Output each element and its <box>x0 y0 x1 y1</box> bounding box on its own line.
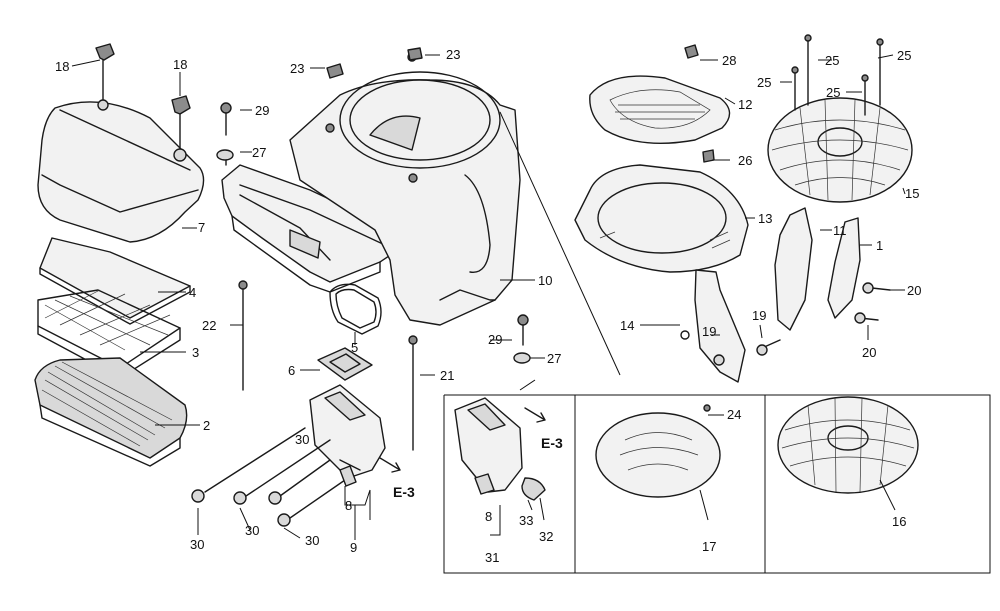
callout-25: 25 <box>897 48 911 63</box>
pump-body-alt <box>454 397 546 501</box>
callout-6: 6 <box>288 363 295 378</box>
callout-8: 8 <box>485 509 492 524</box>
callout-19: 19 <box>752 308 766 323</box>
callout-16: 16 <box>892 514 906 529</box>
side-bracket <box>756 217 891 356</box>
outer-screen <box>589 75 731 144</box>
screen-disc <box>595 404 721 498</box>
callout-31: 31 <box>485 550 499 565</box>
callout-5: 5 <box>351 340 358 355</box>
gasket-small <box>317 347 373 381</box>
callout-28: 28 <box>722 53 736 68</box>
callout-e3: E-3 <box>393 484 415 500</box>
callout-3: 3 <box>192 345 199 360</box>
callout-20: 20 <box>862 345 876 360</box>
inset-box <box>443 394 991 574</box>
callout-1: 1 <box>876 238 883 253</box>
callout-32: 32 <box>539 529 553 544</box>
callout-25: 25 <box>757 75 771 90</box>
callout-25: 25 <box>826 85 840 100</box>
callout-12: 12 <box>738 97 752 112</box>
small-screws <box>216 47 531 364</box>
callout-29: 29 <box>255 103 269 118</box>
callout-22: 22 <box>202 318 216 333</box>
pre-filter <box>39 237 191 325</box>
callout-27: 27 <box>547 351 561 366</box>
callout-14: 14 <box>620 318 634 333</box>
callout-30: 30 <box>305 533 319 548</box>
callout-26: 26 <box>738 153 752 168</box>
callout-23: 23 <box>290 61 304 76</box>
callout-20: 20 <box>907 283 921 298</box>
grid-screws <box>684 34 884 163</box>
callout-29: 29 <box>488 332 502 347</box>
callout-15: 15 <box>905 186 919 201</box>
callout-19: 19 <box>702 324 716 339</box>
callout-18: 18 <box>173 57 187 72</box>
callout-13: 13 <box>758 211 772 226</box>
stud-bolts <box>238 280 418 451</box>
callout-30: 30 <box>190 537 204 552</box>
seal-gasket <box>329 283 382 335</box>
callout-21: 21 <box>440 368 454 383</box>
guard-ring <box>574 164 749 273</box>
callout-2: 2 <box>203 418 210 433</box>
screen-grid <box>767 97 913 203</box>
nipple-fitting <box>339 465 357 487</box>
air-cleaner-cover <box>37 101 205 243</box>
callouts: 18 18 29 27 7 4 3 2 22 5 6 21 10 29 27 2… <box>55 47 921 565</box>
paper-element <box>34 357 188 467</box>
e3-arrow-icon <box>524 407 546 423</box>
callout-25: 25 <box>825 53 839 68</box>
e3-arrow-icon <box>379 457 401 473</box>
callout-23: 23 <box>446 47 460 62</box>
callout-18: 18 <box>55 59 69 74</box>
stay-bracket <box>680 269 746 383</box>
wing-knob-left <box>95 43 115 111</box>
long-bolts <box>191 427 346 527</box>
callout-24: 24 <box>727 407 741 422</box>
callout-4: 4 <box>189 285 196 300</box>
air-cleaner-case <box>221 164 399 293</box>
callout-17: 17 <box>702 539 716 554</box>
callout-30: 30 <box>245 523 259 538</box>
fan-cover <box>289 52 521 326</box>
callout-33: 33 <box>519 513 533 528</box>
screen-grid-alt <box>777 396 919 494</box>
callout-8: 8 <box>345 498 352 513</box>
callout-11: 11 <box>833 223 847 238</box>
wing-knob-right <box>171 95 191 162</box>
callout-e3: E-3 <box>541 435 563 451</box>
callout-30: 30 <box>295 432 309 447</box>
leader-lines <box>71 54 906 540</box>
deflector-plate <box>774 207 813 331</box>
callout-7: 7 <box>198 220 205 235</box>
callout-10: 10 <box>538 273 552 288</box>
callout-27: 27 <box>252 145 266 160</box>
callout-9: 9 <box>350 540 357 555</box>
pump-body <box>309 384 386 479</box>
